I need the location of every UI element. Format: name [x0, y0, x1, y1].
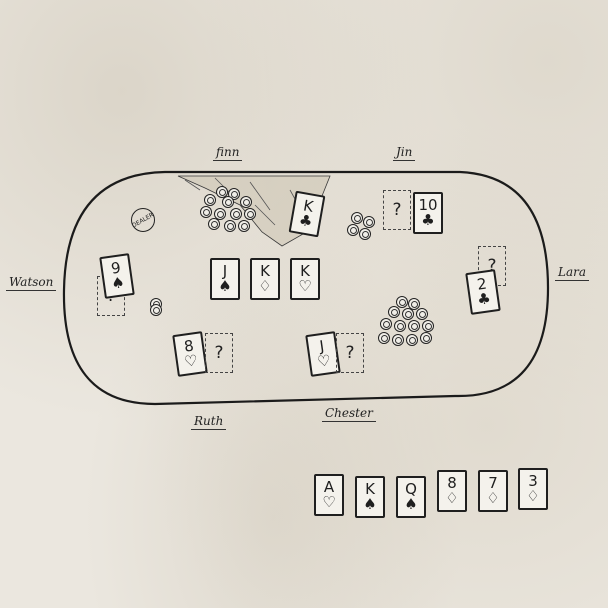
- community-card-2: K ♢: [250, 258, 280, 300]
- player-name-watson: Watson: [6, 275, 57, 291]
- chip: [150, 304, 162, 316]
- chip: [347, 224, 359, 236]
- legend-card-1: A ♡: [314, 474, 344, 516]
- chip: [204, 194, 216, 206]
- community-card-3: K ♡: [290, 258, 320, 300]
- ruth-hidden-card: ?: [205, 333, 233, 373]
- legend-card-2: K ♠: [355, 476, 385, 518]
- player-name-ruth: Ruth: [191, 414, 227, 430]
- chip: [422, 320, 434, 332]
- chester-hidden-card: ?: [336, 333, 364, 373]
- chip: [392, 334, 404, 346]
- chip: [388, 306, 400, 318]
- ruth-card: 8 ♡: [172, 331, 208, 377]
- community-card-1: J ♠: [210, 258, 240, 300]
- legend-card-5: 7 ♢: [478, 470, 508, 512]
- chip: [416, 308, 428, 320]
- watson-card: 9 ♠: [99, 253, 135, 299]
- chip: [222, 196, 234, 208]
- jin-card: 10 ♣: [413, 192, 443, 234]
- chip: [363, 216, 375, 228]
- player-name-chester: Chester: [322, 406, 376, 422]
- chip: [200, 206, 212, 218]
- chip: [402, 308, 414, 320]
- chip: [408, 298, 420, 310]
- chip: [396, 296, 408, 308]
- chip-stack-finn: [196, 186, 266, 236]
- chip: [224, 220, 236, 232]
- chip: [351, 212, 363, 224]
- legend-card-4: 8 ♢: [437, 470, 467, 512]
- chip: [216, 186, 228, 198]
- chip: [420, 332, 432, 344]
- dealer-button: DEALER: [131, 208, 155, 232]
- chip: [380, 318, 392, 330]
- legend-card-6: 3 ♢: [518, 468, 548, 510]
- chip: [394, 320, 406, 332]
- lara-card: 2 ♣: [465, 269, 501, 315]
- chip: [359, 228, 371, 240]
- chip: [214, 208, 226, 220]
- chip: [406, 334, 418, 346]
- player-name-lara: Lara: [555, 265, 590, 281]
- chip-stack-jin: [345, 212, 379, 244]
- player-name-jin: Jin: [393, 145, 416, 161]
- chip: [240, 196, 252, 208]
- chip: [208, 218, 220, 230]
- player-name-finn: finn: [213, 145, 243, 161]
- table-outline: [62, 170, 550, 406]
- chip: [238, 220, 250, 232]
- chip-stack-chester: [376, 296, 440, 354]
- chip: [408, 320, 420, 332]
- chip: [378, 332, 390, 344]
- legend-card-3: Q ♠: [396, 476, 426, 518]
- chip: [244, 208, 256, 220]
- jin-hidden-card: ?: [383, 190, 411, 230]
- chip: [230, 208, 242, 220]
- chip-stack-watson: [150, 298, 166, 318]
